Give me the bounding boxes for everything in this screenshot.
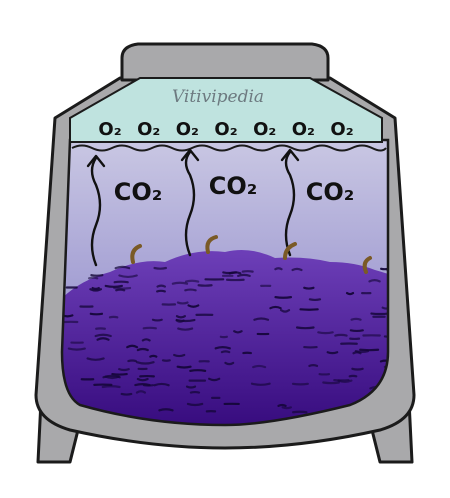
grape-stem-icon <box>362 256 372 274</box>
co2-label: CO₂ <box>114 178 163 206</box>
o2-label: O₂ <box>214 119 237 140</box>
o2-label: O₂ <box>253 119 276 140</box>
o2-label: O₂ <box>137 119 160 140</box>
co2-label: CO₂ <box>306 178 355 206</box>
co2-label: CO₂ <box>209 172 258 200</box>
oxygen-row: O₂ O₂ O₂ O₂ O₂ O₂ O₂ <box>98 119 353 140</box>
co2-arrows <box>86 148 300 267</box>
gas-divider <box>71 144 387 152</box>
watermark: Vitivipedia <box>172 87 264 107</box>
tank-interior-outline <box>60 138 390 427</box>
o2-label: O₂ <box>292 119 315 140</box>
grape-stem-icon <box>283 242 297 260</box>
grape-stems <box>130 235 372 274</box>
o2-label: O₂ <box>176 119 199 140</box>
o2-label: O₂ <box>98 119 121 140</box>
grape-skins <box>62 265 388 418</box>
o2-label: O₂ <box>330 119 353 140</box>
wavy-up-arrow-icon <box>280 148 300 257</box>
tank-lid <box>120 42 330 82</box>
grape-stem-icon <box>205 235 218 254</box>
headspace <box>69 77 383 143</box>
grape-stem-icon <box>130 244 142 264</box>
wavy-up-arrow-icon <box>180 148 200 257</box>
wavy-up-arrow-icon <box>86 154 106 267</box>
